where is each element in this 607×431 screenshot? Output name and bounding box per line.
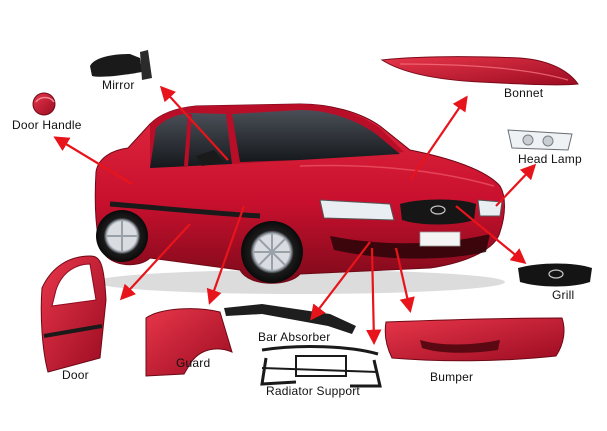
badge xyxy=(430,205,446,215)
part-bar-absorber xyxy=(224,304,356,334)
arrow-guard xyxy=(206,205,246,305)
rear-wheel-spokes xyxy=(107,221,137,251)
side-moulding xyxy=(109,201,261,219)
part-radiator-support xyxy=(260,345,382,388)
lower-intake xyxy=(330,234,490,259)
b-pillar xyxy=(184,113,192,167)
label-bonnet: Bonnet xyxy=(504,86,544,100)
arrow-bumper xyxy=(394,247,415,314)
part-grill xyxy=(518,263,592,287)
arrow-bar-absorber xyxy=(310,241,371,321)
windshield xyxy=(232,110,400,162)
number-plate xyxy=(419,231,461,247)
part-door-handle xyxy=(32,92,56,116)
label-grill: Grill xyxy=(552,288,575,302)
arrow-radiator-support xyxy=(366,247,382,346)
arrow-grill xyxy=(455,205,527,264)
arrow-mirror xyxy=(159,85,229,161)
label-radiator-support: Radiator Support xyxy=(266,384,360,398)
part-mirror xyxy=(90,50,152,80)
label-guard: Guard xyxy=(176,356,211,370)
part-head-lamp xyxy=(507,129,573,151)
label-bar-absorber: Bar Absorber xyxy=(258,330,331,344)
part-bonnet xyxy=(380,56,579,86)
arrow-head-lamp xyxy=(495,163,537,207)
part-door xyxy=(40,255,107,373)
arrow-door-handle xyxy=(53,136,133,185)
part-bumper xyxy=(384,317,565,362)
label-mirror: Mirror xyxy=(102,78,135,92)
part-guard xyxy=(145,308,233,377)
arrow-door xyxy=(119,223,191,301)
hood-crease xyxy=(299,164,495,187)
car-mirror xyxy=(196,150,224,166)
arrows xyxy=(53,85,537,346)
left-headlight xyxy=(319,199,395,221)
right-headlight xyxy=(477,199,503,217)
front-wheel-spokes xyxy=(254,234,290,270)
label-door-handle: Door Handle xyxy=(12,118,82,132)
arrow-bonnet xyxy=(409,95,468,181)
label-head-lamp: Head Lamp xyxy=(518,152,582,166)
car-body xyxy=(94,103,505,294)
label-door: Door xyxy=(62,368,89,382)
label-bumper: Bumper xyxy=(430,370,474,384)
